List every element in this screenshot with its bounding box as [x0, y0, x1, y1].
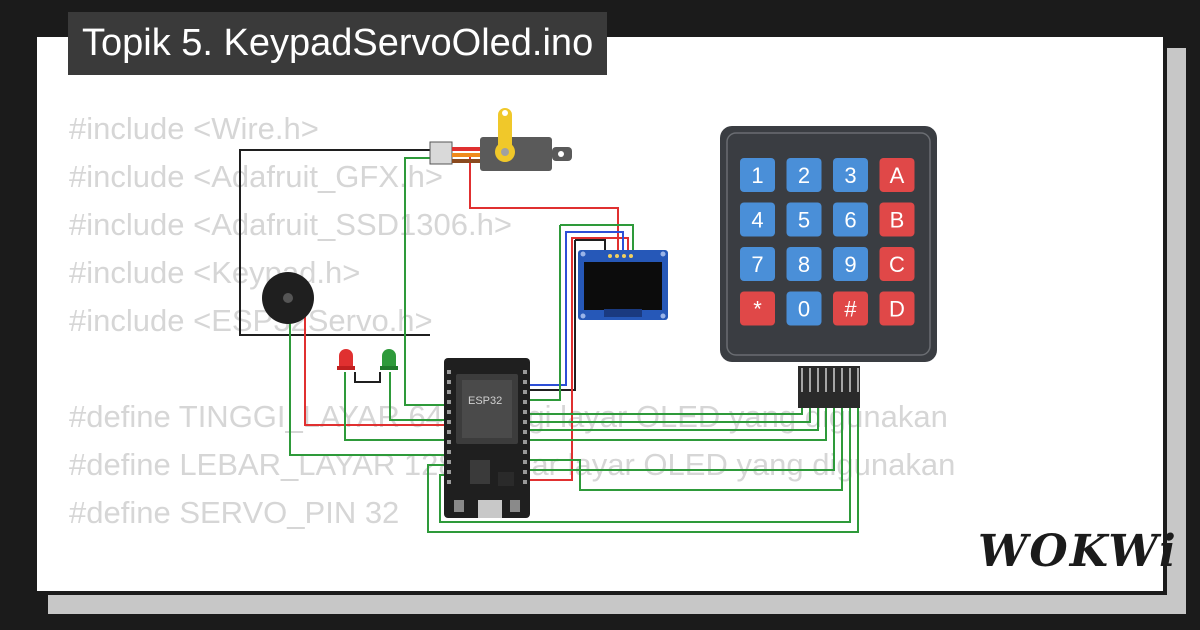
wokwi-logo: WOKWi — [978, 526, 1178, 577]
servo-motor — [429, 108, 572, 171]
wire-green — [525, 408, 843, 491]
wire-red — [304, 300, 445, 426]
wire-green — [520, 225, 561, 401]
keypad-key-label: 3 — [844, 163, 856, 188]
keypad-key-label: 1 — [751, 163, 763, 188]
esp32-pins — [447, 370, 527, 484]
keypad-key — [740, 158, 775, 192]
wire-black — [354, 372, 381, 383]
keypad-key — [879, 202, 915, 237]
keypad-key — [833, 202, 868, 237]
keypad-connector-pins — [801, 368, 859, 392]
keypad-key — [740, 291, 775, 326]
keypad-key — [833, 291, 868, 326]
keypad-key — [740, 202, 775, 237]
keypad-key-label: D — [889, 297, 905, 322]
code-line: #include <ESP32Servo.h> — [69, 303, 433, 338]
wire-black — [520, 240, 576, 391]
wire-red — [520, 237, 629, 481]
keypad-key-label: 2 — [798, 163, 810, 188]
led-red — [337, 349, 355, 370]
wire-blue — [520, 231, 624, 386]
keypad-key-label: 9 — [844, 252, 856, 277]
wire-green — [525, 408, 803, 415]
code-line: #include <Adafruit_SSD1306.h> — [69, 207, 512, 242]
keypad-key-label: 4 — [751, 208, 763, 233]
wire-green — [525, 408, 811, 423]
wire-green — [389, 372, 445, 421]
code-line: #define SERVO_PIN 32 — [69, 495, 400, 530]
wires — [239, 149, 859, 533]
keypad-key-label: A — [890, 163, 905, 188]
keypad-key-label: B — [890, 208, 905, 233]
wire-green — [427, 408, 859, 533]
esp32-label: ESP32 — [468, 395, 502, 407]
wire-green — [525, 408, 835, 471]
wire-green — [525, 408, 827, 441]
led-green — [380, 349, 398, 370]
keypad-key — [833, 247, 868, 281]
keypad-key-label: 6 — [844, 208, 856, 233]
keypad-key-label: 5 — [798, 208, 810, 233]
keypad-key — [879, 158, 915, 192]
wire-green — [560, 224, 634, 255]
keypad-key — [786, 158, 822, 192]
keypad-key — [879, 291, 915, 326]
keypad-key — [786, 247, 822, 281]
keypad-key — [879, 247, 915, 281]
keypad-key-label: 7 — [751, 252, 763, 277]
buzzer — [262, 272, 314, 324]
keypad-key — [786, 291, 822, 326]
keypad-key — [786, 202, 822, 237]
wire-green — [289, 300, 445, 456]
esp32-board: ESP32 — [444, 358, 530, 518]
wire-black — [239, 149, 430, 336]
keypad: 1 2 3 A 4 5 6 B 7 8 9 C * 0 # D — [720, 126, 937, 408]
keypad-key — [740, 247, 775, 281]
code-line: #include <Wire.h> — [69, 111, 319, 146]
keypad-key-label: 8 — [798, 252, 810, 277]
keypad-key-label: # — [844, 297, 857, 322]
wire-green — [439, 408, 851, 523]
wire-red — [469, 155, 619, 250]
wire-green — [344, 372, 445, 441]
keypad-key-label: C — [889, 252, 905, 277]
oled-display — [578, 250, 668, 320]
wire-green — [404, 157, 445, 406]
code-line: #include <Adafruit_GFX.h> — [69, 159, 443, 194]
keypad-key-label: 0 — [798, 297, 810, 322]
keypad-key-label: * — [753, 297, 762, 322]
page-title: Topik 5. KeypadServoOled.ino — [68, 12, 608, 75]
keypad-key — [833, 158, 868, 192]
wire-green — [525, 408, 819, 431]
